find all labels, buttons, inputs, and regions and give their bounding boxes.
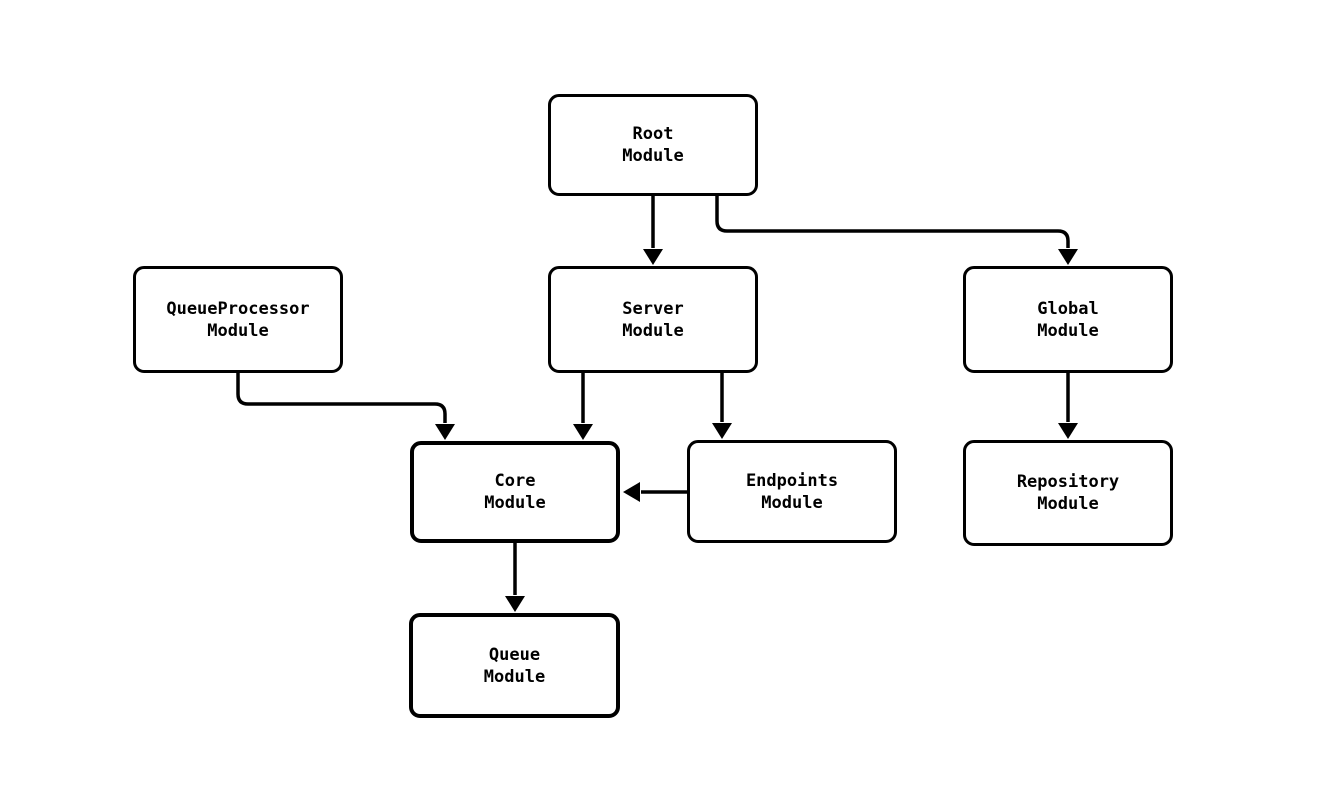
node-repository[interactable]: Repository Module [963, 440, 1173, 546]
node-root-label: Root Module [622, 124, 684, 166]
node-queueprocessor-label: QueueProcessor Module [166, 298, 310, 341]
node-core[interactable]: Core Module [410, 441, 620, 543]
node-repository-label: Repository Module [1016, 472, 1120, 514]
node-queueprocessor[interactable]: QueueProcessor Module [133, 266, 343, 373]
node-server[interactable]: Server Module [548, 266, 758, 373]
node-global[interactable]: Global Module [963, 266, 1173, 373]
node-root[interactable]: Root Module [548, 94, 758, 196]
edge-root-to-server [643, 196, 663, 265]
edge-server-to-endpoints [712, 373, 732, 439]
edge-core-to-queue [505, 543, 525, 612]
node-endpoints-label: Endpoints Module [745, 470, 839, 513]
edge-endpoints-to-core [623, 482, 687, 502]
node-core-label: Core Module [484, 471, 546, 513]
edge-global-to-repository [1058, 373, 1078, 439]
node-queue-label: Queue Module [483, 644, 546, 687]
edge-root-to-global [715, 196, 1078, 265]
node-global-label: Global Module [1037, 298, 1099, 341]
node-server-label: Server Module [622, 298, 684, 341]
edge-server-to-core [573, 373, 593, 440]
node-queue[interactable]: Queue Module [409, 613, 620, 718]
edge-queueprocessor-to-core [236, 373, 455, 440]
node-endpoints[interactable]: Endpoints Module [687, 440, 897, 543]
